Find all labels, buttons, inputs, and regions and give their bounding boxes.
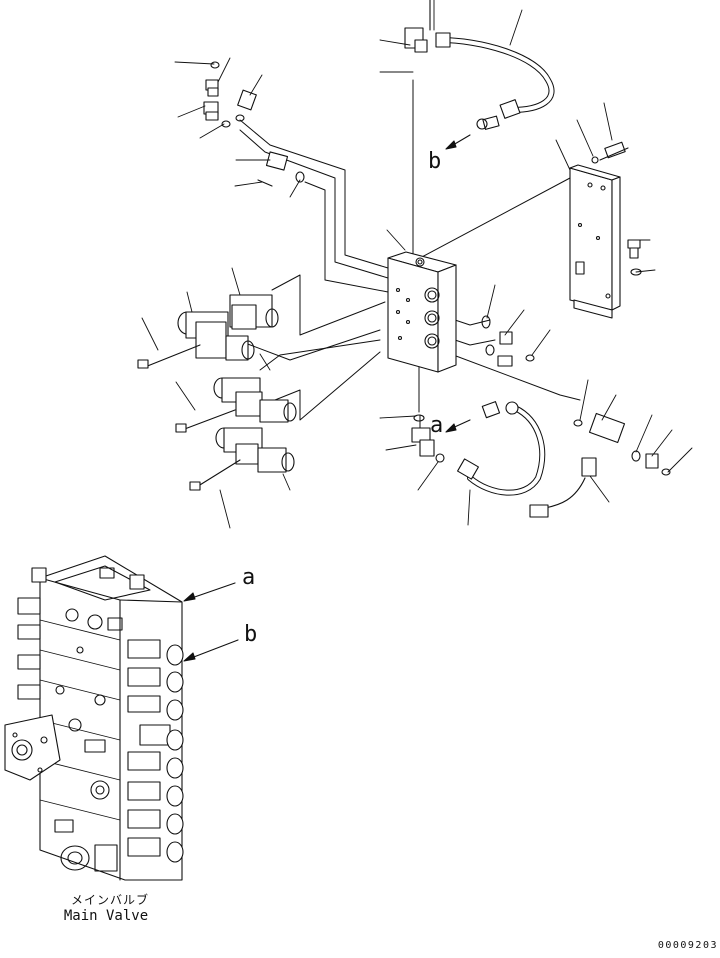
ref-label-a-lower: a: [242, 565, 255, 590]
ref-label-b-upper: b: [428, 149, 441, 174]
drawing-number: 00009203: [657, 940, 718, 951]
lower-hose: [412, 402, 542, 493]
connector-b: [477, 116, 499, 129]
caption-japanese: メインバルブ: [70, 893, 149, 907]
solenoid-valve-2: [138, 312, 254, 368]
caption-english: Main Valve: [63, 908, 149, 924]
solenoid-valve-4: [190, 428, 294, 490]
main-valve-assembly: [5, 556, 183, 880]
right-side-fittings: [482, 316, 670, 517]
reference-arrows: [184, 135, 470, 661]
bolt: [600, 142, 628, 160]
top-left-fittings: [204, 62, 304, 186]
spool-caps: [128, 640, 183, 862]
solenoid-valve-1: [230, 295, 278, 329]
upper-hose: [405, 0, 552, 118]
manifold-block: [388, 252, 456, 372]
ref-label-b-lower: b: [244, 622, 257, 647]
mounting-bracket: [570, 142, 641, 318]
leader-lines: [142, 0, 692, 528]
ref-label-a-upper: a: [430, 413, 443, 438]
solenoid-valve-3: [176, 378, 296, 432]
bolt: [628, 240, 641, 275]
